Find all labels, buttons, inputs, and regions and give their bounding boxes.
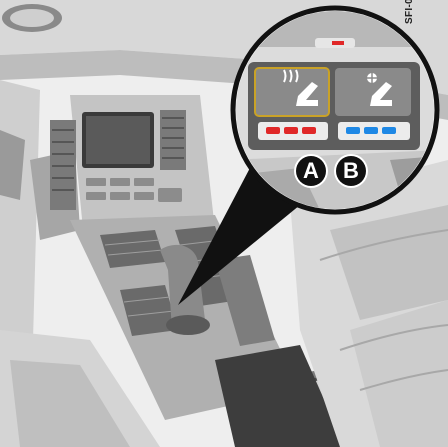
ventilation-led-1 <box>346 127 360 134</box>
ventilation-led-3 <box>382 127 396 134</box>
air-vent-left <box>50 120 76 210</box>
callout-b: B <box>336 156 366 186</box>
air-vent-right <box>160 110 186 170</box>
heating-led-2 <box>284 127 298 134</box>
ventilation-led-2 <box>364 127 378 134</box>
callout-a: A <box>296 156 326 186</box>
heating-led-1 <box>266 127 280 134</box>
heating-led-3 <box>302 127 316 134</box>
figure-reference-code: SFI-077 <box>404 0 415 24</box>
